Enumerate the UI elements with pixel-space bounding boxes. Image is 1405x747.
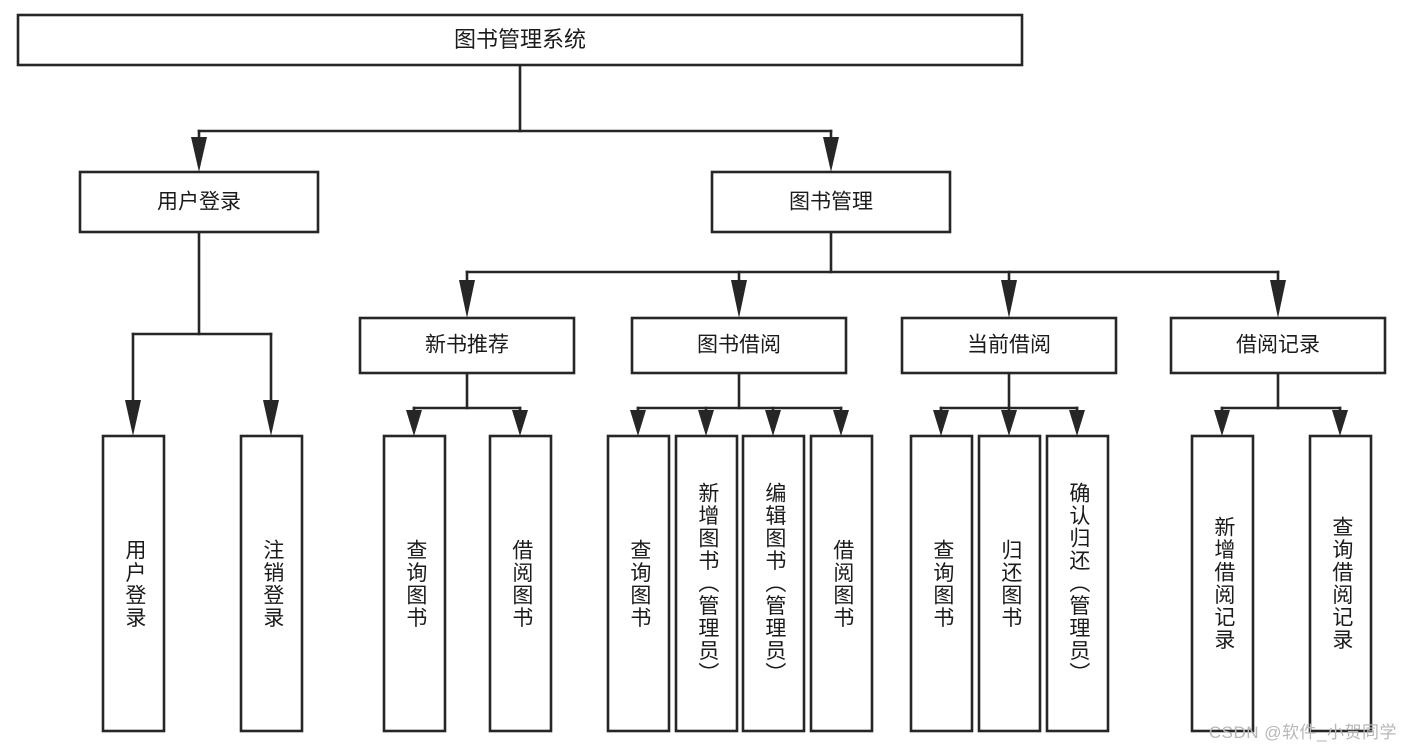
node-book-manage-label: 图书管理 [789, 191, 873, 214]
arrow-head-leaf-9 [933, 410, 949, 436]
leaf-box-2[interactable] [239, 434, 304, 733]
arrow-head-leaf-4 [512, 410, 528, 436]
arrow-head-borrow-record [1270, 280, 1286, 318]
node-root[interactable]: 图书管理系统 [16, 13, 1024, 67]
leaf-box-4[interactable] [488, 434, 553, 733]
node-book-borrow-box[interactable] [630, 316, 848, 375]
node-user-login-label: 用户登录 [157, 191, 241, 214]
arrow-head-leaf-8 [833, 410, 849, 436]
connector-bookmanage-to-level3 [459, 230, 1286, 318]
arrow-head-leaf-11 [1069, 410, 1085, 436]
leaf-box-12[interactable] [1190, 434, 1255, 733]
arrow-head-leaf-2 [263, 400, 279, 436]
node-book-borrow-label: 图书借阅 [697, 334, 781, 357]
leaf-box-3[interactable] [382, 434, 447, 733]
node-user-login[interactable]: 用户登录 [78, 170, 320, 234]
node-book-borrow[interactable]: 图书借阅 [630, 316, 848, 375]
node-new-book-recommend-label: 新书推荐 [425, 334, 509, 357]
arrow-head-leaf-10 [1001, 410, 1017, 436]
arrow-head-leaf-3 [406, 410, 422, 436]
leaf-boxes [101, 434, 1373, 733]
node-borrow-record[interactable]: 借阅记录 [1169, 316, 1387, 375]
node-book-manage[interactable]: 图书管理 [710, 170, 952, 234]
node-borrow-record-label: 借阅记录 [1236, 334, 1320, 357]
node-book-manage-box[interactable] [710, 170, 952, 234]
leaf-box-6[interactable] [674, 434, 739, 733]
node-current-borrow[interactable]: 当前借阅 [900, 316, 1118, 375]
node-root-label: 图书管理系统 [454, 27, 586, 52]
leaf-box-8[interactable] [809, 434, 874, 733]
connector-bookborrow-to-leaves [630, 371, 849, 436]
arrow-head-leaf-7 [765, 410, 781, 436]
node-new-book-recommend-box[interactable] [358, 316, 576, 375]
arrow-head-leaf-1 [125, 400, 141, 436]
node-new-book-recommend[interactable]: 新书推荐 [358, 316, 576, 375]
connector-userlogin-to-leaves [125, 230, 279, 436]
leaf-box-9[interactable] [909, 434, 974, 733]
leaf-box-13[interactable] [1308, 434, 1373, 733]
connector-borrowrecord-to-leaves [1214, 371, 1348, 436]
arrow-head-leaf-6 [698, 410, 714, 436]
arrow-head-book-manage [823, 137, 839, 172]
arrow-head-leaf-12 [1214, 410, 1230, 436]
leaf-box-1[interactable] [101, 434, 166, 733]
arrow-head-borrow-book [731, 280, 747, 318]
connector-root-to-level2 [191, 63, 839, 172]
node-current-borrow-box[interactable] [900, 316, 1118, 375]
leaf-box-11[interactable] [1045, 434, 1110, 733]
arrow-head-leaf-5 [630, 410, 646, 436]
node-root-box[interactable] [16, 13, 1024, 67]
connector-currentborrow-to-leaves [933, 371, 1085, 436]
arrow-head-current-borrow [1001, 280, 1017, 318]
leaf-box-5[interactable] [606, 434, 671, 733]
csdn-watermark: CSDN @软件_小贺同学 [1208, 723, 1397, 742]
arrow-head-new-book [459, 280, 475, 318]
connector-newbook-to-leaves [406, 371, 528, 436]
node-borrow-record-box[interactable] [1169, 316, 1387, 375]
arrow-head-leaf-13 [1332, 410, 1348, 436]
leaf-box-7[interactable] [741, 434, 806, 733]
arrow-head-user-login [191, 137, 207, 172]
node-user-login-box[interactable] [78, 170, 320, 234]
node-current-borrow-label: 当前借阅 [967, 334, 1051, 357]
leaf-box-10[interactable] [977, 434, 1042, 733]
